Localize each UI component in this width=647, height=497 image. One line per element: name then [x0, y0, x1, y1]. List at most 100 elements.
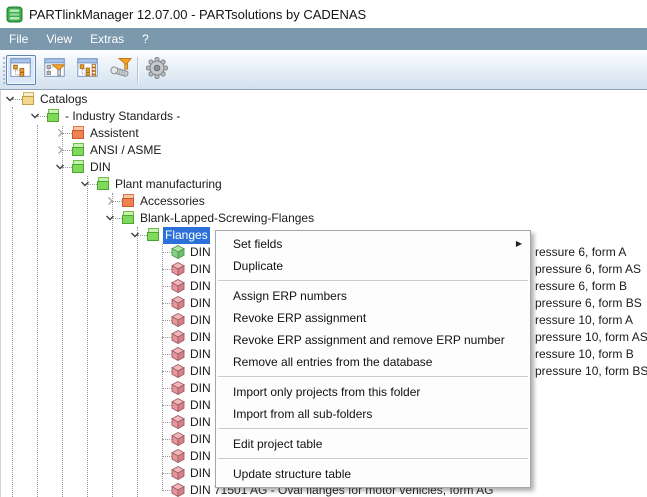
tree-node-label[interactable]: DIN	[190, 279, 211, 293]
tree-node-label[interactable]: Accessories	[140, 194, 205, 208]
tree-node-din-22[interactable]: DIN	[1, 465, 647, 482]
tree-connector-line	[162, 286, 172, 288]
menubar: File View Extras?	[0, 28, 647, 50]
tree-connector-line	[162, 473, 172, 475]
tree-node-label[interactable]: DIN	[190, 466, 211, 480]
tree-node-label[interactable]: DIN	[190, 296, 211, 310]
tree-node-label[interactable]: DIN	[90, 160, 111, 174]
menubar-item-view[interactable]: View	[46, 32, 73, 46]
part-cube-icon	[171, 346, 185, 366]
tree-node-din[interactable]: DIN	[1, 159, 647, 176]
tree-node-plant-manufacturing[interactable]: Plant manufacturing	[1, 176, 647, 193]
tree-connector-line	[162, 388, 172, 390]
tree-node-flanges[interactable]: Flanges	[1, 227, 647, 244]
tree-node-label[interactable]: Flanges	[163, 227, 210, 244]
screw-filter-icon	[107, 55, 133, 86]
part-cube-icon	[171, 329, 185, 349]
menu-item-import-only-projects-from-this-folder[interactable]: Import only projects from this folder	[233, 385, 421, 399]
tree-node-tail-text: pressure 6, form AS	[535, 262, 642, 276]
toolbar-grip[interactable]	[3, 57, 7, 84]
menu-item-set-fields[interactable]: Set fields▶	[216, 233, 530, 255]
collapse-arrow-icon[interactable]	[129, 229, 141, 241]
tree-guide-line	[12, 107, 14, 497]
menu-item-revoke-erp-assignment[interactable]: Revoke ERP assignment	[233, 311, 367, 325]
tree-connector-line	[162, 303, 172, 305]
tree-node-label[interactable]: DIN	[190, 415, 211, 429]
tree-node-label[interactable]: DIN	[190, 381, 211, 395]
part-cube-icon	[171, 465, 185, 485]
collapse-arrow-icon[interactable]	[29, 110, 41, 122]
tree-connector-line	[137, 235, 147, 237]
tree-node-label[interactable]: DIN	[190, 262, 211, 276]
tree-node-din-21[interactable]: DIN	[1, 448, 647, 465]
menu-item-assign-erp-numbers[interactable]: Assign ERP numbers	[233, 289, 347, 303]
part-cube-icon	[171, 448, 185, 468]
tree-node-label[interactable]: DIN	[190, 398, 211, 412]
collapse-arrow-icon[interactable]	[54, 161, 66, 173]
collapse-arrow-icon[interactable]	[104, 212, 116, 224]
tree-node-label[interactable]: DIN	[190, 330, 211, 344]
tree-node-industry-standards[interactable]: - Industry Standards -	[1, 108, 647, 125]
expand-arrow-icon[interactable]	[104, 195, 116, 207]
tree-node-label[interactable]: Catalogs	[40, 92, 88, 106]
tree-node-label[interactable]: DIN	[190, 432, 211, 446]
tree-connector-line	[162, 337, 172, 339]
menu-item-revoke-erp-assignment-and-remove-erp-number[interactable]: Revoke ERP assignment and remove ERP num…	[233, 333, 505, 347]
menu-item-import-from-all-sub-folders[interactable]: Import from all sub-folders	[233, 407, 373, 421]
tree-node-blank-lapped-screwing-flanges[interactable]: Blank-Lapped-Screwing-Flanges	[1, 210, 647, 227]
tree-view-button[interactable]	[6, 55, 36, 85]
tree-node-din-19[interactable]: DIN	[1, 414, 647, 431]
expand-arrow-icon[interactable]	[54, 144, 66, 156]
tree-node-din-18[interactable]: DIN	[1, 397, 647, 414]
app-database-icon	[6, 6, 23, 23]
menu-item-edit-project-table[interactable]: Edit project table	[233, 437, 323, 451]
menu-item-remove-all-entries-from-the-database[interactable]: Remove all entries from the database	[233, 355, 433, 369]
tree-node-label[interactable]: DIN	[190, 347, 211, 361]
tree-node-label[interactable]: DIN	[190, 313, 211, 327]
tree-node-catalogs[interactable]: Catalogs	[1, 91, 647, 108]
tree-filter-button[interactable]	[40, 55, 70, 85]
folder-icon	[46, 109, 61, 124]
tree-node-label[interactable]: Assistent	[90, 126, 139, 140]
tree-connector-line	[162, 439, 172, 441]
tree-connector-line	[62, 150, 72, 152]
menu-item-update-structure-table[interactable]: Update structure table	[233, 467, 352, 481]
collapse-arrow-icon[interactable]	[79, 178, 91, 190]
tree-node-label[interactable]: Plant manufacturing	[115, 177, 222, 191]
tree-connector-line	[162, 371, 172, 373]
tree-node-din-17[interactable]: DIN	[1, 380, 647, 397]
folder-icon	[21, 92, 36, 107]
menubar-item-[interactable]: ?	[142, 32, 149, 46]
tree-node-ansi-asme[interactable]: ANSI / ASME	[1, 142, 647, 159]
collapse-arrow-icon[interactable]	[4, 93, 16, 105]
tree-node-din-20[interactable]: DIN	[1, 431, 647, 448]
tree-node-label[interactable]: Blank-Lapped-Screwing-Flanges	[140, 211, 315, 225]
tree-node-label[interactable]: ANSI / ASME	[90, 143, 162, 157]
tree-node-accessories[interactable]: Accessories	[1, 193, 647, 210]
menu-item-duplicate[interactable]: Duplicate	[233, 259, 284, 273]
menubar-item-file[interactable]: File	[9, 32, 29, 46]
tree-node-label[interactable]: DIN	[190, 449, 211, 463]
menubar-item-extras[interactable]: Extras	[90, 32, 125, 46]
settings-gear-button[interactable]	[142, 55, 172, 85]
screw-filter-button[interactable]	[105, 55, 135, 85]
part-cube-icon	[171, 278, 185, 298]
expand-arrow-icon[interactable]	[54, 127, 66, 139]
tree-node-label[interactable]: DIN	[190, 364, 211, 378]
tree-node-assistent[interactable]: Assistent	[1, 125, 647, 142]
tree-connector-line	[37, 116, 47, 118]
tree-node-din-10[interactable]: DIN pressure 6, form AS	[1, 261, 647, 278]
tree-list-button[interactable]	[73, 55, 103, 85]
tree-node-label[interactable]: - Industry Standards -	[65, 109, 181, 123]
tree-node-label[interactable]: DIN	[190, 245, 211, 259]
part-cube-icon	[171, 295, 185, 315]
